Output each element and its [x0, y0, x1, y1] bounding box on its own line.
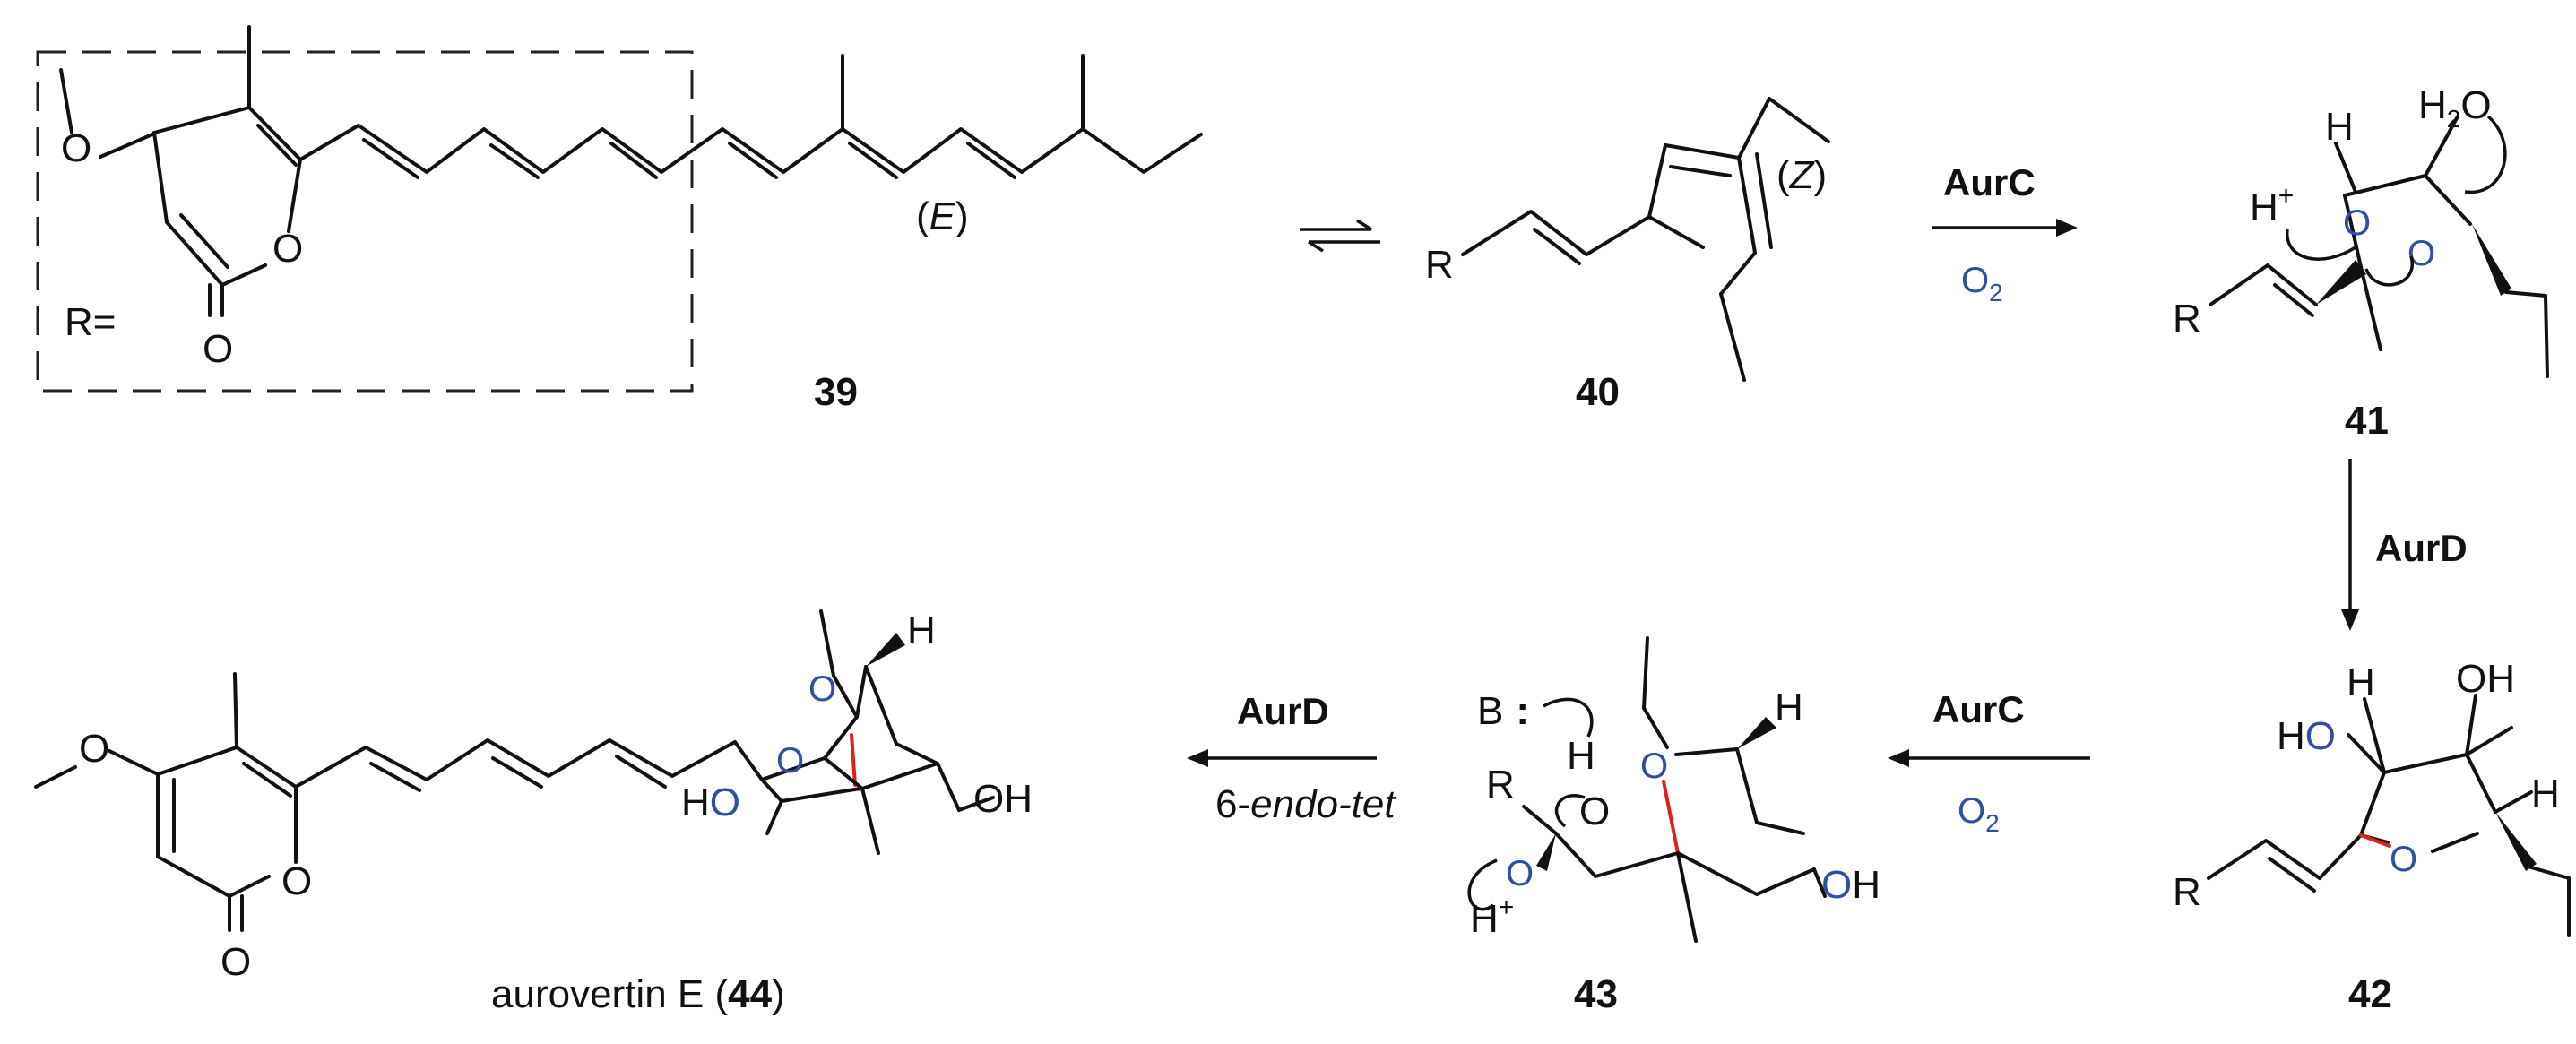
methoxy-oxygen: O — [61, 126, 91, 170]
equilibrium-arrow — [1300, 219, 1380, 253]
substituent-label: R= — [65, 300, 116, 344]
water: H2O — [2418, 83, 2492, 133]
compound-41: R H O O H2O H+ 41 — [2173, 83, 2549, 443]
curly-arrow-5 — [1554, 794, 1586, 828]
hydroxyl: OH — [1821, 863, 1880, 907]
E-label: (E) — [916, 194, 969, 238]
compound-name: aurovertin E (44) — [491, 972, 785, 1016]
curly-arrow-base — [1543, 697, 1594, 738]
R-group: R — [1486, 763, 1515, 807]
label-39: 39 — [814, 370, 858, 414]
step4-enzyme: AurD — [1237, 690, 1329, 732]
compound-43: B: H R O O H+ O H OH 43 — [1467, 636, 1880, 1016]
H-atom: H — [907, 608, 936, 652]
H-atom-2: H — [2531, 772, 2560, 815]
substituent-R-box — [36, 50, 694, 393]
hydroxyl-1: HO — [681, 781, 740, 824]
compound-42: R O HO OH H H 42 — [2173, 657, 2571, 1016]
H-atom: H — [1775, 686, 1803, 729]
step2-arrow: AurD — [2341, 459, 2468, 631]
methoxy-oxygen: O — [79, 727, 109, 771]
proton: H+ — [1470, 893, 1514, 941]
bridging-oxygen: O — [808, 669, 836, 709]
label-42: 42 — [2348, 972, 2392, 1016]
ring-oxygen: O — [281, 859, 312, 903]
label-40: 40 — [1576, 370, 1620, 414]
R-group: R — [1425, 243, 1454, 287]
R-group: R — [2173, 870, 2201, 914]
ring-oxygen-2: O — [776, 741, 804, 781]
step4-arrow: AurD 6-endo-tet — [1187, 690, 1396, 826]
curly-arrow-3 — [2464, 115, 2507, 194]
ring-oxygen: O — [2390, 840, 2417, 879]
step1-enzyme: AurC — [1943, 161, 2036, 203]
base: B: — [1477, 689, 1529, 733]
step4-mode: 6-endo-tet — [1215, 782, 1396, 826]
step3-arrow: AurC O2 — [1888, 688, 2090, 837]
compound-40: R (Z) 40 — [1425, 97, 1830, 414]
step1-arrow: AurC O2 — [1932, 161, 2078, 306]
Z-label: (Z) — [1776, 153, 1827, 197]
step2-enzyme: AurD — [2375, 527, 2468, 569]
ring-oxygen: O — [1640, 746, 1668, 786]
label-41: 41 — [2345, 399, 2389, 443]
step3-cofactor: O2 — [1958, 791, 2000, 837]
epoxide-oxygen-1: O — [2343, 203, 2371, 243]
step3-enzyme: AurC — [1932, 688, 2025, 730]
label-43: 43 — [1574, 972, 1618, 1016]
ring-oxygen: O — [272, 227, 303, 271]
hydroxyl-2: OH — [2456, 657, 2515, 701]
H-atom: H — [2325, 105, 2354, 149]
compound-39: O O O R= (E) 39 — [36, 25, 1203, 414]
curly-arrow-4 — [1467, 858, 1498, 911]
H-transfer: H — [1567, 734, 1595, 778]
hydroxyl-2: OH — [973, 777, 1033, 821]
hydroxyl-1: HO — [2277, 714, 2336, 758]
curly-arrow-1 — [2286, 229, 2356, 261]
step1-cofactor: O2 — [1961, 261, 2003, 306]
carbonyl-oxygen: O — [203, 327, 233, 371]
compound-44: O O O O HO OH O — [34, 608, 1033, 1016]
R-group: R — [2173, 297, 2201, 341]
H-atom: H — [2347, 660, 2375, 704]
proton: H+ — [2250, 181, 2294, 229]
curly-arrow-2 — [2364, 255, 2415, 287]
carbonyl-oxygen: O — [220, 940, 251, 984]
epoxide-oxygen: O — [1506, 854, 1534, 893]
